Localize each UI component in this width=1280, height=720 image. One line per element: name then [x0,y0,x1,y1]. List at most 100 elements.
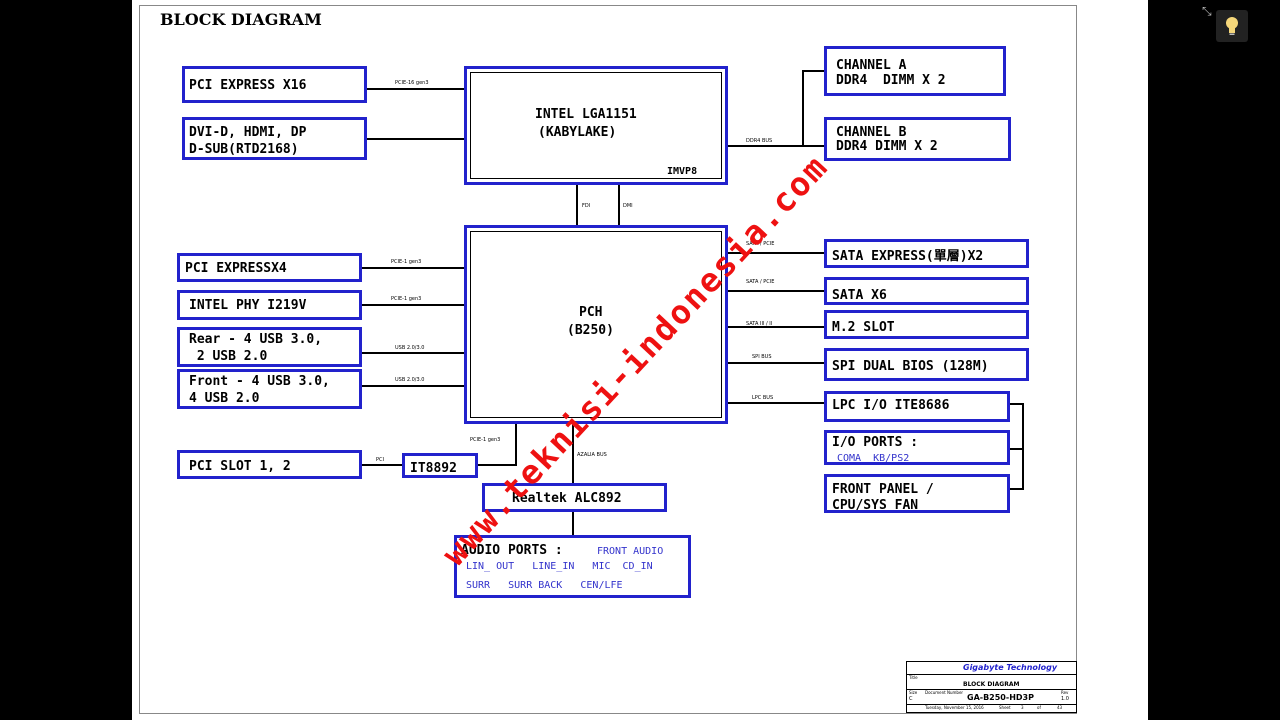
block-label: 2 USB 2.0 [189,349,268,364]
block-label: CHANNEL B [836,125,907,140]
sata-x6-block: SATA X6 [824,277,1029,305]
title-block-divider [907,674,1076,675]
block-label: PCI EXPRESS X16 [189,78,307,93]
block-label: AUDIO PORTS : [461,543,563,558]
pch-block: PCH (B250) [464,225,728,424]
block-label: D-SUB(RTD2168) [189,142,299,157]
company-name: Gigabyte Technology [963,663,1058,672]
bus-label: LPC BUS [752,395,774,401]
diagram-title: BLOCK DIAGRAM [160,10,322,29]
fullscreen-icon[interactable]: ⤡ [1202,4,1212,18]
wire-m2 [727,326,826,328]
bus-label: PCIE-1 gen3 [470,437,501,443]
block-label: INTEL LGA1151 [535,107,637,122]
front-panel-block: FRONT PANEL / CPU/SYS FAN [824,474,1010,513]
bus-label: AZALIA BUS [577,452,607,458]
sheet-value: 3 [1021,705,1024,710]
io-ports-detail: COMA KB/PS2 [837,453,910,464]
audio-detail: LIN_ OUT LINE_IN MIC CD_IN [466,561,653,572]
lpc-io-block: LPC I/O ITE8686 [824,391,1010,422]
wire-dmi [618,184,620,227]
wire-fdi [576,184,578,227]
sheet-label: Sheet [999,705,1011,710]
wire-chA [802,70,826,72]
block-label: PCH [579,305,603,320]
block-label: FRONT PANEL / [832,482,934,497]
wire-pcie-it-v [515,422,517,466]
block-label: CHANNEL A [836,58,907,73]
io-ports-block: I/O PORTS : COMA KB/PS2 [824,430,1010,465]
m2-slot-block: M.2 SLOT [824,310,1029,339]
front-usb-block: Front - 4 USB 3.0, 4 USB 2.0 [177,369,362,409]
cpu-inner-frame [470,72,722,179]
title-block-divider [907,704,1076,705]
wire-lpc-out [1008,403,1024,405]
wire-usb-front [361,385,466,387]
block-label: PCI EXPRESSX4 [185,261,287,276]
sheet-border [139,5,1077,714]
wire-sata-exp [727,252,826,254]
bus-label: SATA / PCIE [746,279,775,285]
bus-label: SATA III / II [746,321,773,327]
wire-usb-rear [361,352,466,354]
it8892-block: IT8892 [402,453,478,478]
wire-video [366,138,466,140]
block-label: DVI-D, HDMI, DP [189,125,307,140]
of-label: of [1037,705,1041,710]
wire-pcie16 [366,88,466,90]
spi-bios-block: SPI DUAL BIOS (128M) [824,348,1029,381]
video-output-block: DVI-D, HDMI, DP D-SUB(RTD2168) [182,117,367,160]
rev-value: 1.0 [1061,696,1069,702]
bus-label: DMI [623,203,633,209]
block-label: 4 USB 2.0 [189,391,260,406]
block-label: SATA X6 [832,288,887,303]
block-label: Rear - 4 USB 3.0, [189,332,323,347]
realtek-codec-block: Realtek ALC892 [482,483,667,512]
bus-label: PCI [376,457,384,463]
block-label: CPU/SYS FAN [832,498,919,513]
audio-detail: FRONT AUDIO [597,546,664,557]
pci-slot-block: PCI SLOT 1, 2 [177,450,362,479]
lightbulb-icon [1226,17,1238,35]
block-label: SATA EXPRESS(單層)X2 [832,249,984,264]
wire-ddr4 [727,145,826,147]
block-label: DDR4 DIMM X 2 [836,139,938,154]
bus-label: SATA / PCIE [746,241,775,247]
bus-label: SPI BUS [752,354,772,360]
cpu-block: INTEL LGA1151 (KABYLAKE) IMVP8 [464,66,728,185]
wire-pcie-it-h [477,464,517,466]
wire-io [1008,448,1024,450]
bus-label: PCIE-16 gen3 [395,80,429,86]
title-block-divider [907,689,1076,690]
bus-label: USB 2.0/3.0 [395,377,425,383]
wire-lpc [727,402,826,404]
vr-label: IMVP8 [667,166,698,177]
wire-phy [361,304,466,306]
docnum-value: GA-B250-HD3P [967,693,1034,702]
block-label: LPC I/O ITE8686 [832,398,950,413]
audio-ports-block: AUDIO PORTS : FRONT AUDIO LIN_ OUT LINE_… [454,535,691,598]
channel-b-block: CHANNEL B DDR4 DIMM X 2 [824,117,1011,161]
audio-detail: SURR SURR BACK CEN/LFE [466,580,623,591]
bus-label: DDR4 BUS [746,138,773,144]
rear-usb-block: Rear - 4 USB 3.0, 2 USB 2.0 [177,327,362,367]
block-label: Front - 4 USB 3.0, [189,374,330,389]
wire-sata6 [727,290,826,292]
block-label: M.2 SLOT [832,320,895,335]
lightbulb-button[interactable] [1216,10,1248,42]
bus-label: FDI [582,203,591,209]
title-label: Title [909,675,918,680]
title-block: Gigabyte Technology Title BLOCK DIAGRAM … [906,661,1077,713]
block-label: INTEL PHY I219V [189,298,307,313]
sata-express-block: SATA EXPRESS(單層)X2 [824,239,1029,268]
doc-title: BLOCK DIAGRAM [963,681,1020,688]
wire-fp [1008,488,1024,490]
wire-pci [361,464,403,466]
channel-a-block: CHANNEL A DDR4 DIMM X 2 [824,46,1006,96]
wire-lpc-trunk [1022,403,1024,489]
wire-azalia [572,422,574,484]
wire-audio [572,510,574,536]
pcie-x4-block: PCI EXPRESSX4 [177,253,362,282]
rev-label: Rev [1061,690,1069,695]
block-label: I/O PORTS : [832,435,919,450]
